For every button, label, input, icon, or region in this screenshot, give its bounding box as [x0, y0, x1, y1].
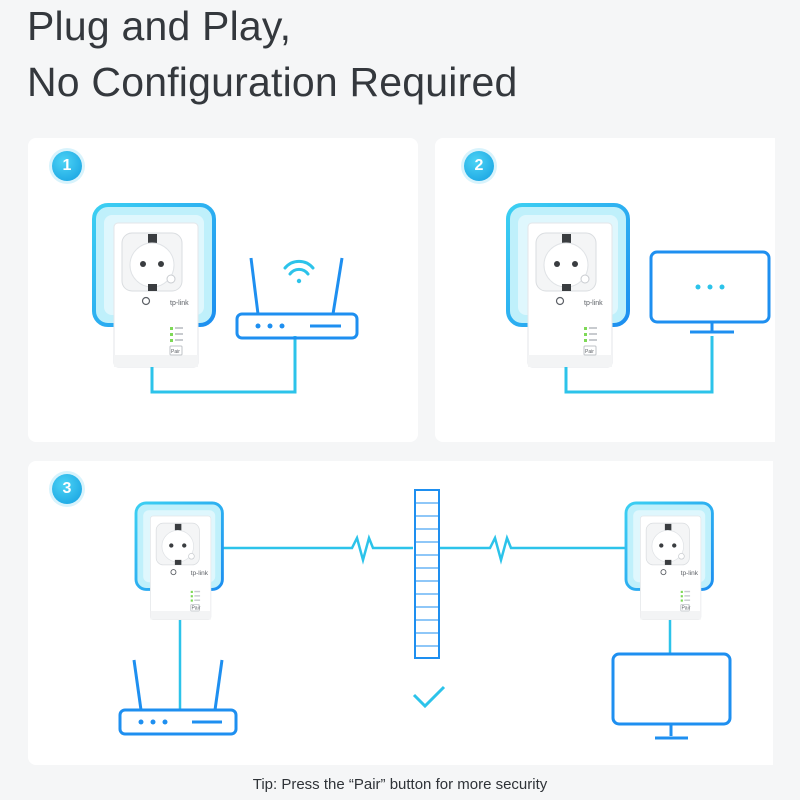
- step-3-right-adapter: tp-link Pair: [624, 501, 714, 622]
- step-2-cable: [564, 336, 714, 394]
- tip-text: Tip: Press the “Pair” button for more se…: [252, 776, 548, 793]
- step-2-adapter: tp-link Pair: [506, 203, 630, 369]
- adapter-brand-label-2: tp-link: [584, 300, 603, 307]
- step-3-monitor-icon: [611, 652, 732, 740]
- step-1-cable: [150, 336, 297, 394]
- step-2-badge: 2: [464, 151, 494, 181]
- step-1-adapter: tp-link Pair: [92, 203, 216, 369]
- step-3-left-adapter: tp-link Pair: [134, 501, 224, 622]
- step-3-badge: 3: [52, 474, 82, 504]
- heading-line-2: No Configuration Required: [27, 59, 518, 105]
- step-1-badge: 1: [52, 151, 82, 181]
- adapter-brand-label-4: tp-link: [681, 570, 699, 577]
- step-3-router-icon: [118, 659, 238, 736]
- pair-button-label-1: Pair: [171, 349, 180, 355]
- adapter-brand-label-1: tp-link: [170, 300, 189, 307]
- checkmark-icon: [412, 685, 446, 709]
- wall-icon: [414, 489, 440, 659]
- wifi-icon: [283, 259, 315, 284]
- router-icon: [235, 257, 359, 340]
- pair-button-label-3: Pair: [191, 606, 200, 612]
- monitor-icon: [649, 250, 771, 334]
- pair-button-label-2: Pair: [585, 349, 594, 355]
- powerline-left: [220, 534, 413, 565]
- heading-line-1: Plug and Play,: [27, 3, 292, 49]
- adapter-brand-label-3: tp-link: [191, 570, 209, 577]
- powerline-right: [440, 534, 630, 565]
- pair-button-label-4: Pair: [681, 606, 690, 612]
